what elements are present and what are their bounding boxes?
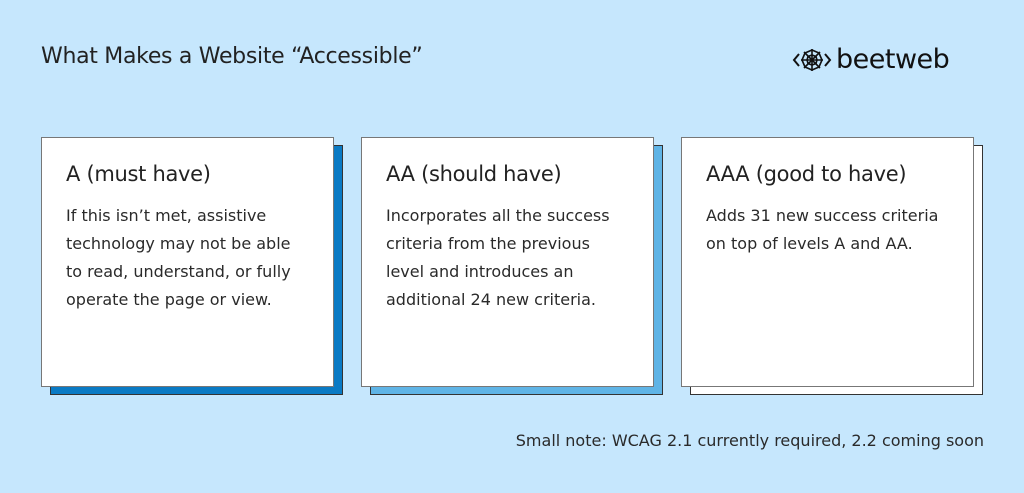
card-description: Incorporates all the success criteria fr… (386, 206, 610, 309)
card-body: AA (should have) Incorporates all the su… (361, 137, 654, 387)
level-a-card: A (must have) If this isn’t met, assisti… (41, 137, 343, 395)
card-title: AAA (good to have) (706, 162, 907, 186)
spiderweb-code-brackets-icon (792, 46, 832, 74)
card-title: AA (should have) (386, 162, 562, 186)
level-aa-card: AA (should have) Incorporates all the su… (361, 137, 663, 395)
footnote: Small note: WCAG 2.1 currently required,… (515, 431, 984, 450)
card-title: A (must have) (66, 162, 211, 186)
level-aaa-card: AAA (good to have) Adds 31 new success c… (681, 137, 983, 395)
card-body: A (must have) If this isn’t met, assisti… (41, 137, 334, 387)
beetweb-logo: beetweb (792, 44, 950, 75)
card-description: If this isn’t met, assistive technology … (66, 206, 291, 309)
page-title: What Makes a Website “Accessible” (41, 44, 423, 69)
logo-wordmark: beetweb (836, 44, 950, 75)
card-body: AAA (good to have) Adds 31 new success c… (681, 137, 974, 387)
card-description: Adds 31 new success criteria on top of l… (706, 206, 939, 253)
